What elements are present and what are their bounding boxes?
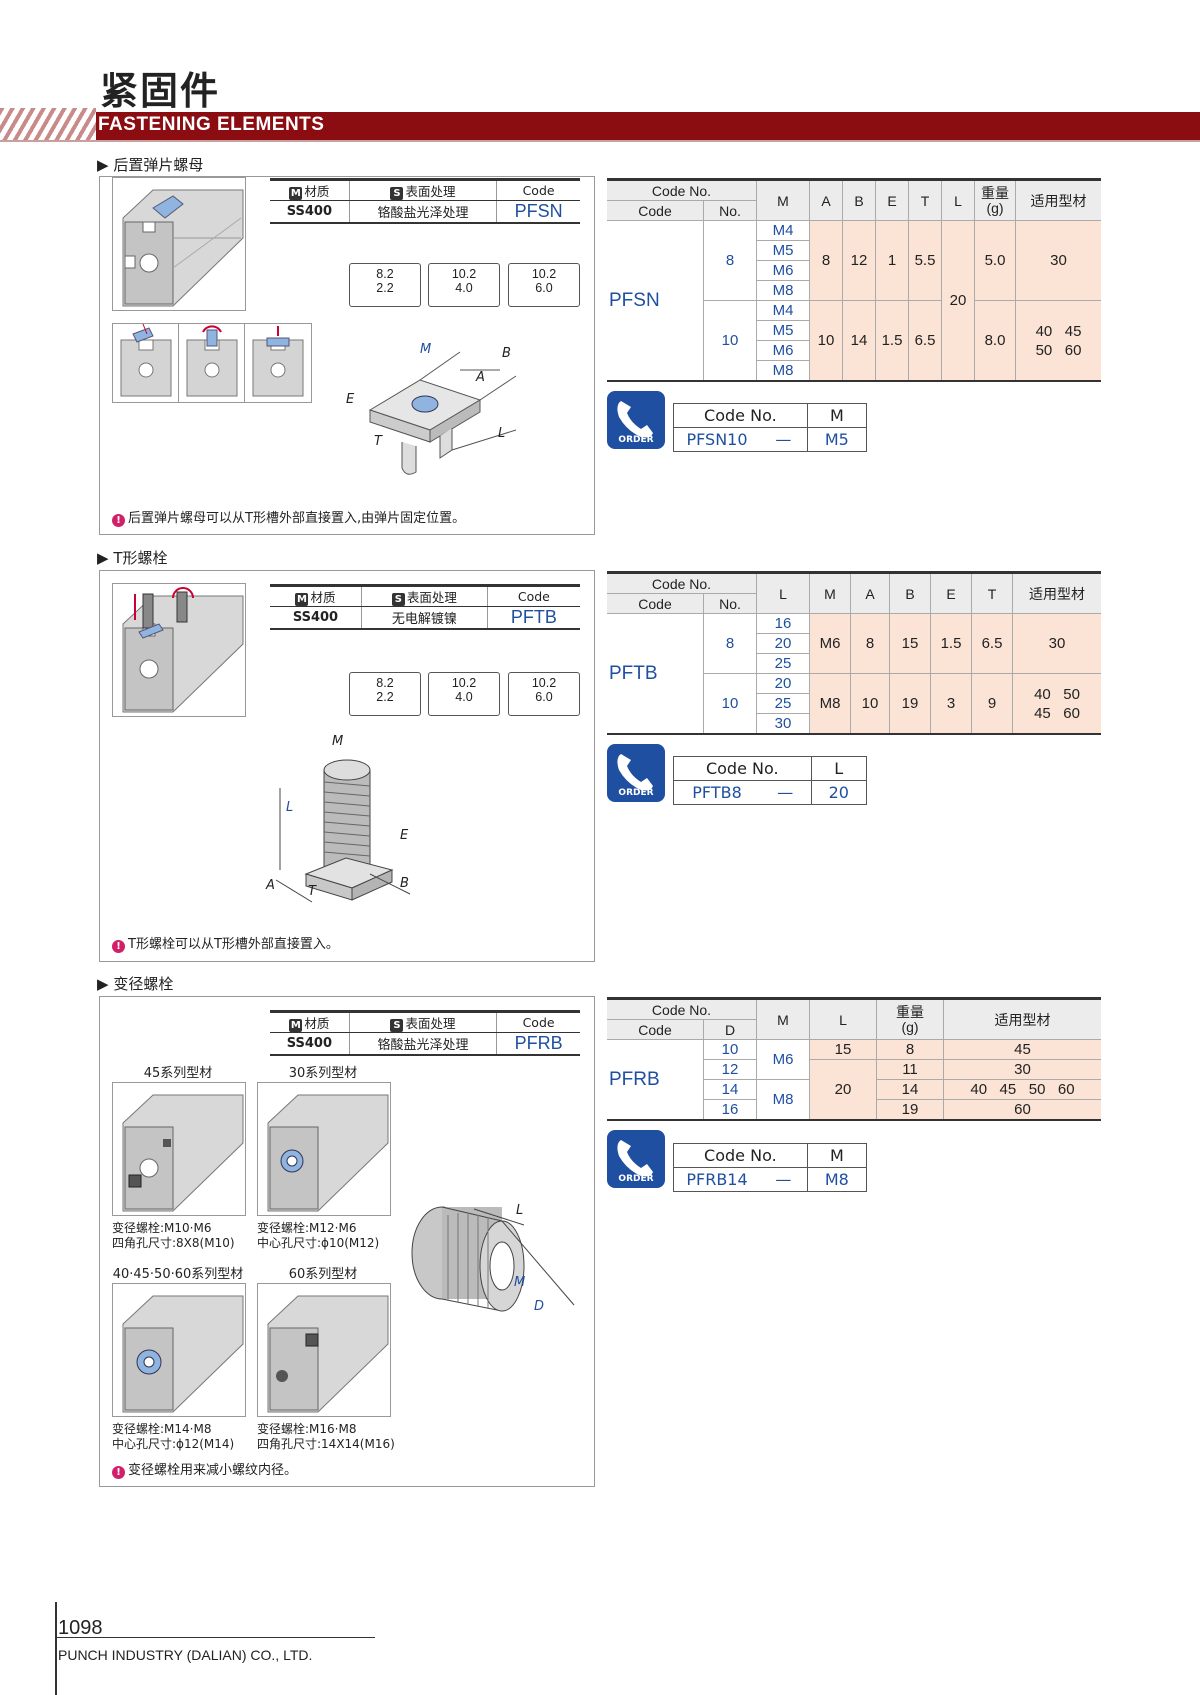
- section-heading-pfrb: ▶ 变径螺栓: [97, 975, 174, 993]
- pftb-order-table: Code No.L PFTB8—20: [673, 756, 868, 805]
- pfsn-nut-drawing: M B A E T L: [340, 330, 540, 490]
- title-banner: [0, 112, 1200, 140]
- footer-vertical-rule: [55, 1602, 57, 1695]
- order-phone-icon: ORDER: [607, 744, 665, 802]
- banner-stripes: [0, 108, 96, 140]
- order-phone-icon: ORDER: [607, 1130, 665, 1188]
- series-label-45: 45系列型材: [143, 1066, 213, 1081]
- company-name: PUNCH INDUSTRY (DALIAN) CO., LTD.: [58, 1647, 313, 1663]
- pfsn-note: !后置弹片螺母可以从T形槽外部直接置入,由弹片固定位置。: [112, 507, 465, 527]
- series-label-60: 60系列型材: [288, 1267, 358, 1282]
- pftb-bolt-drawing: M L E A T B: [250, 730, 450, 910]
- pfsn-panel: [99, 176, 595, 535]
- warning-icon: !: [112, 940, 125, 953]
- banner-title: FASTENING ELEMENTS: [98, 114, 325, 135]
- section-heading-pfsn: ▶ 后置弹片螺母: [97, 156, 204, 174]
- pfsn-order-table: Code No.M PFSN10—M5: [673, 403, 868, 452]
- pfsn-step-2-image: [178, 323, 246, 403]
- pfrb-30-series-image: [257, 1082, 391, 1216]
- order-phone-icon: ORDER: [607, 391, 665, 449]
- pftb-profile-image: [112, 583, 246, 717]
- page-title: 紧固件: [100, 69, 221, 113]
- pfrb-note: !变径螺栓用来减小螺纹内径。: [112, 1459, 297, 1479]
- warning-icon: !: [112, 514, 125, 527]
- banner-underline: [0, 140, 1200, 142]
- pfrb-panel: [99, 996, 595, 1487]
- page-number: 1098: [58, 1617, 103, 1639]
- pfrb-40-60-series-image: [112, 1283, 246, 1417]
- footer-horizontal-rule: [55, 1637, 375, 1638]
- pfsn-profile-image: [112, 177, 246, 311]
- section-heading-pftb: ▶ T形螺栓: [97, 549, 168, 567]
- pfrb-45-series-image: [112, 1082, 246, 1216]
- pfsn-step-3-image: [244, 323, 312, 403]
- pfrb-insert-drawing: L M D: [404, 1195, 584, 1330]
- warning-icon: !: [112, 1466, 125, 1479]
- pfsn-step-1-image: [112, 323, 180, 403]
- pfrb-order-table: Code No.M PFRB14—M8: [673, 1143, 868, 1192]
- pftb-note: !T形螺栓可以从T形槽外部直接置入。: [112, 933, 339, 953]
- series-label-30: 30系列型材: [288, 1066, 358, 1081]
- pftb-panel: [99, 570, 595, 962]
- series-label-40-60: 40·45·50·60系列型材: [112, 1267, 244, 1282]
- pfrb-60-series-image: [257, 1283, 391, 1417]
